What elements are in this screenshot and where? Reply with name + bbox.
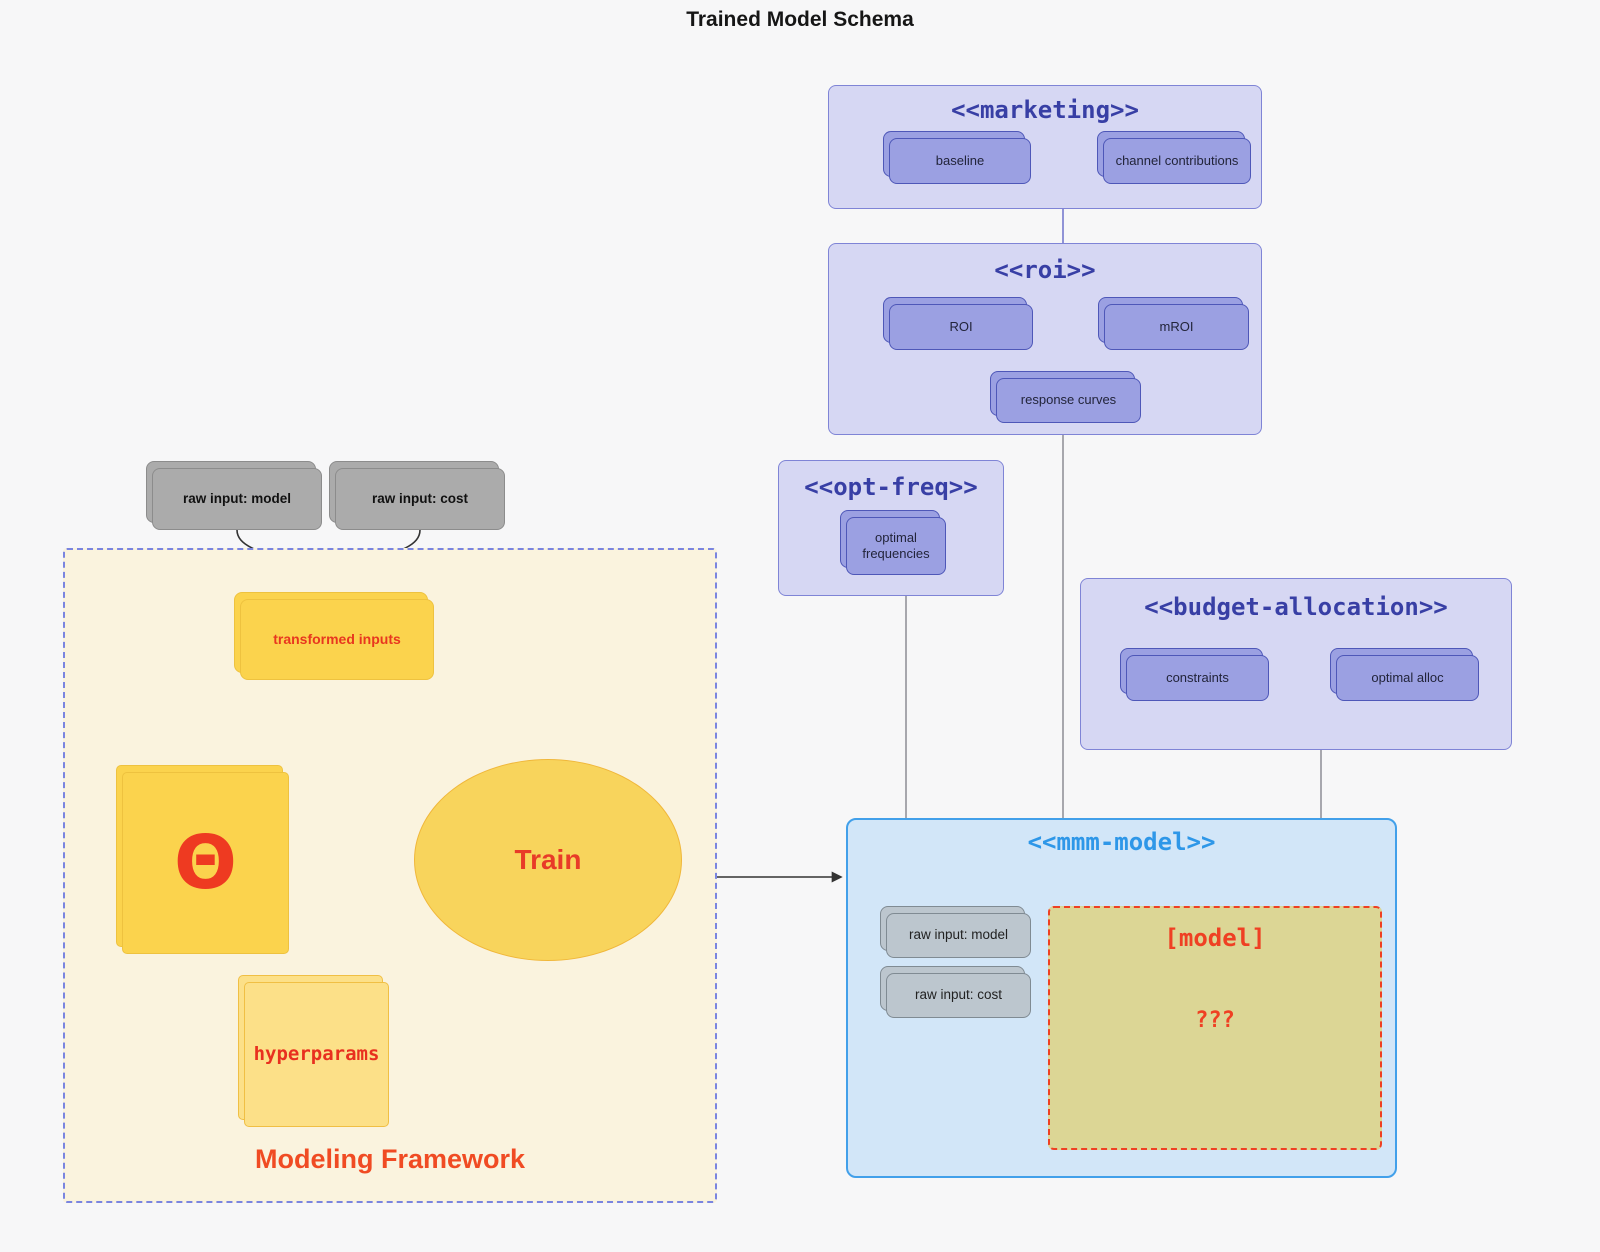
page-title: Trained Model Schema [686,8,914,31]
node-channel-contributions: channel contributions [1097,131,1251,184]
node-response-curves: response curves [990,371,1141,423]
mmm-model-title: <<mmm-model>> [1027,828,1216,856]
node-optimal-alloc-label: optimal alloc [1336,655,1479,701]
budget-allocation-container: <<budget-allocation>> constraints optima… [1080,578,1512,750]
roi-container: <<roi>> ROI mROI response curves [828,243,1262,435]
opt-freq-title: <<opt-freq>> [804,473,978,501]
node-hyperparams: hyperparams [238,975,389,1127]
node-raw-input-cost-label: raw input: cost [335,468,505,530]
node-optimal-frequencies-label: optimal frequencies [846,517,946,575]
node-raw-input-model-label: raw input: model [152,468,322,530]
node-transformed-inputs: transformed inputs [234,592,434,680]
node-baseline-label: baseline [889,138,1031,184]
node-train-label: Train [514,844,582,875]
roi-title: <<roi>> [994,256,1096,284]
node-raw-input-cost: raw input: cost [329,461,505,530]
node-roi: ROI [883,297,1033,350]
node-mroi-label: mROI [1104,304,1249,350]
node-raw-input-model-mmm: raw input: model [880,906,1031,958]
marketing-container: <<marketing>> baseline channel contribut… [828,85,1262,209]
node-optimal-frequencies: optimal frequencies [840,510,946,575]
node-response-curves-label: response curves [996,378,1141,423]
model-placeholder-title: [model] [1164,924,1266,952]
node-raw-input-model-mmm-label: raw input: model [886,913,1031,958]
node-optimal-alloc: optimal alloc [1330,648,1479,701]
modeling-framework-container: transformed inputs Θ Train hyperparams M… [63,548,717,1203]
model-placeholder-box: [model] ??? [1048,906,1382,1150]
node-raw-input-cost-mmm-label: raw input: cost [886,973,1031,1018]
budget-allocation-title: <<budget-allocation>> [1144,593,1448,621]
node-constraints: constraints [1120,648,1269,701]
node-train: Train [414,759,682,961]
node-theta: Θ [116,765,289,954]
node-constraints-label: constraints [1126,655,1269,701]
opt-freq-container: <<opt-freq>> optimal frequencies [778,460,1004,596]
node-mroi: mROI [1098,297,1249,350]
node-raw-input-model: raw input: model [146,461,322,530]
modeling-framework-label: Modeling Framework [254,1144,526,1174]
mmm-model-container: <<mmm-model>> raw input: model raw input… [846,818,1397,1178]
node-baseline: baseline [883,131,1031,184]
node-theta-label: Θ [122,772,289,954]
node-channel-contributions-label: channel contributions [1103,138,1251,184]
node-roi-label: ROI [889,304,1033,350]
node-transformed-inputs-label: transformed inputs [240,599,434,680]
marketing-title: <<marketing>> [951,96,1139,124]
node-raw-input-cost-mmm: raw input: cost [880,966,1031,1018]
model-placeholder-question: ??? [1195,1008,1235,1033]
node-hyperparams-label: hyperparams [244,982,389,1127]
